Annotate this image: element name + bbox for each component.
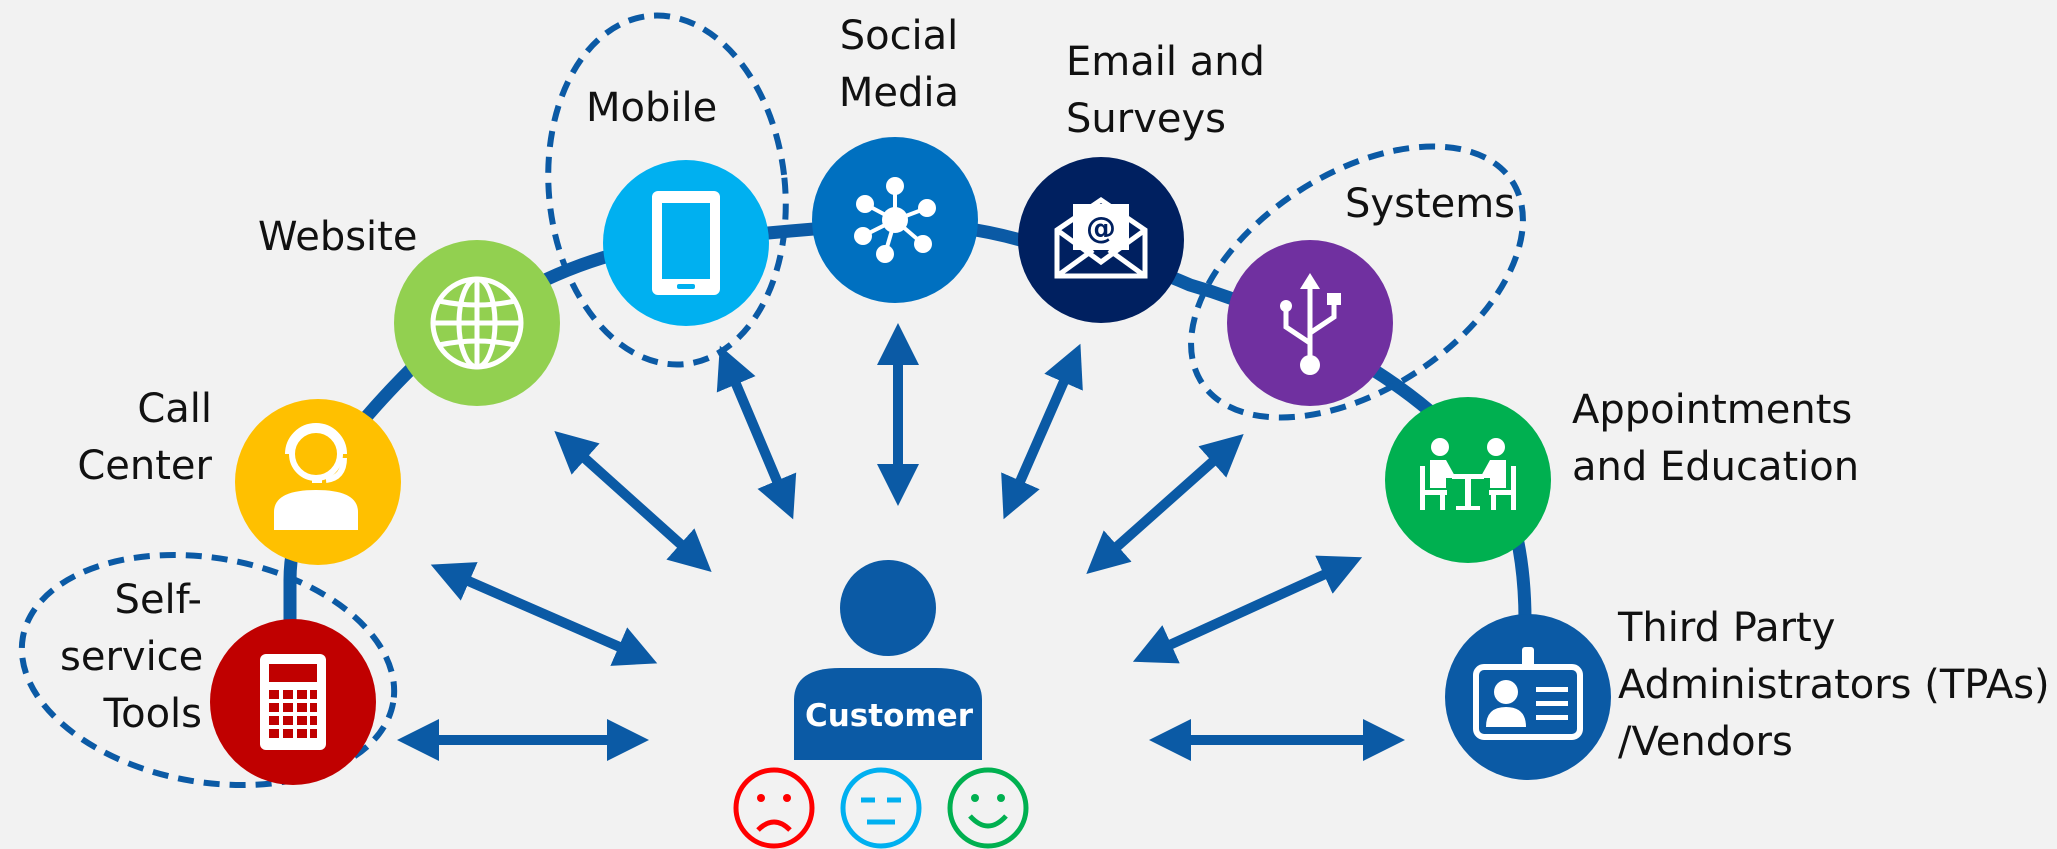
calculator-icon — [260, 654, 326, 750]
tablet-icon — [652, 191, 720, 295]
arrow-call-center — [430, 562, 658, 666]
arrow-website — [554, 430, 712, 573]
happy-face-icon — [947, 767, 1029, 849]
globe-icon — [430, 276, 524, 370]
mobile-label: Mobile — [586, 85, 718, 131]
call-center-label: Call Center — [77, 386, 212, 489]
id-badge-icon — [1473, 647, 1583, 740]
usb-icon — [1280, 273, 1341, 375]
arrow-email — [1001, 343, 1083, 520]
arrow-mobile — [716, 345, 797, 520]
customer-figure — [794, 560, 982, 760]
customer-label: Customer — [804, 698, 973, 734]
neutral-face-icon — [840, 767, 922, 849]
self-service-highlight — [18, 551, 398, 789]
website-label: Website — [258, 214, 418, 260]
appointments-label: Appointments and Education — [1572, 387, 1860, 490]
systems-highlight — [1188, 143, 1526, 421]
network-hub-icon — [854, 177, 936, 263]
envelope-at-icon: @ — [1054, 196, 1148, 279]
meeting-table-icon — [1420, 438, 1516, 510]
arrow-systems — [1086, 434, 1244, 574]
systems-label: Systems — [1345, 181, 1515, 227]
svg-text:@: @ — [1086, 211, 1116, 246]
self-service-label: Self- service Tools — [60, 577, 204, 737]
tpa-label: Third Party Administrators (TPAs) /Vendo… — [1618, 605, 2050, 765]
email-surveys-label: Email and Surveys — [1066, 39, 1265, 142]
customer-body — [794, 668, 982, 760]
social-media-label: Social Media — [838, 13, 960, 116]
customer-head — [840, 560, 936, 656]
arrow-appointments — [1132, 555, 1363, 664]
sad-face-icon — [733, 767, 815, 849]
headset-agent-icon — [274, 423, 358, 530]
tpa-node — [1445, 614, 1611, 780]
